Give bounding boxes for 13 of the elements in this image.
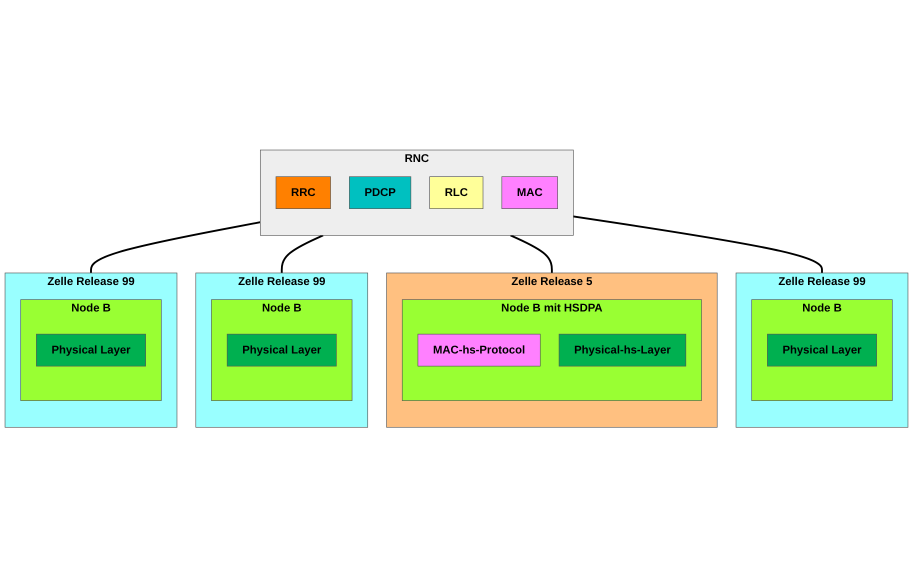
- node-box: RLC: [429, 176, 484, 210]
- node-box: PDCP: [349, 176, 412, 210]
- connector: [90, 222, 260, 274]
- node-box: MAC-hs-Protocol: [418, 334, 541, 367]
- connector: [510, 234, 553, 274]
- node-box: MAC: [502, 176, 558, 210]
- node-box: Physical-hs-Layer: [558, 334, 686, 367]
- node-box: Physical Layer: [36, 334, 146, 367]
- node-box: Physical Layer: [767, 334, 877, 367]
- node-box: Physical Layer: [226, 334, 337, 367]
- connector: [280, 234, 324, 274]
- connector: [573, 216, 823, 274]
- node-box: RRC: [276, 176, 331, 210]
